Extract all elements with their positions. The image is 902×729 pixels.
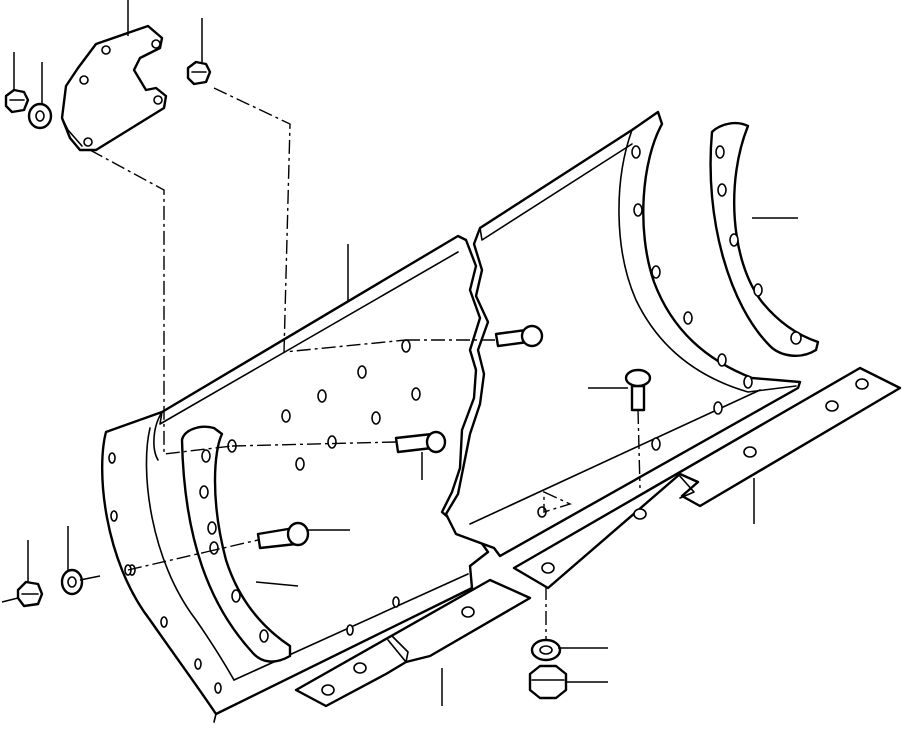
lower-left-nut: [16, 580, 44, 608]
bolt-upper: [494, 324, 544, 348]
bolt-lower: [256, 521, 310, 550]
moldboard-plate: [101, 234, 490, 723]
moldboard-holes: [108, 339, 421, 694]
lower-left-washer: [60, 568, 84, 596]
cutting-edge-right: [512, 366, 902, 590]
bracket-washer: [27, 102, 53, 130]
right-plate-holes: [537, 145, 753, 518]
bracket-nut: [4, 88, 30, 114]
mounting-bracket: [60, 24, 168, 152]
right-moldboard-plate: [444, 110, 802, 558]
bolt-middle: [394, 430, 447, 454]
top-nut: [186, 60, 212, 86]
bottom-nut: [528, 664, 568, 700]
cutting-edge-left: [294, 578, 532, 708]
left-curved-strip: [180, 425, 292, 663]
bolt-vertical: [624, 368, 652, 412]
right-curved-strip: [709, 121, 820, 357]
bottom-washer: [530, 638, 562, 662]
